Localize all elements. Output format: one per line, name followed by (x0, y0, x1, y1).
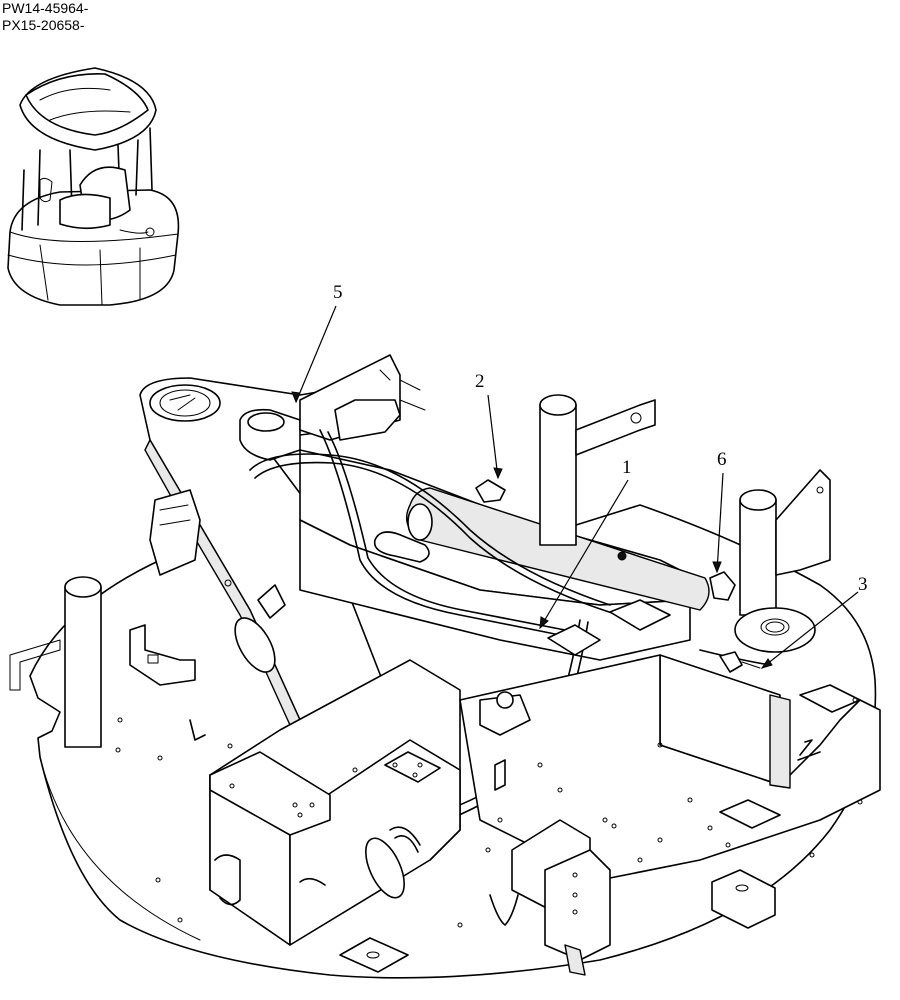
serial-range-1: PW14-45964- (2, 0, 89, 16)
callout-2: 2 (475, 371, 503, 480)
callout-3: 3 (760, 574, 868, 669)
fitting-2 (475, 479, 506, 503)
callout-label-6: 6 (717, 449, 727, 470)
callout-label-2: 2 (475, 371, 485, 392)
upper-frame-drawing (9, 354, 881, 979)
serial-range-2: PX15-20658- (2, 17, 85, 33)
callout-label-5: 5 (333, 282, 343, 303)
callout-label-1: 1 (622, 457, 632, 478)
callout-5: 5 (291, 282, 343, 404)
fitting-3 (719, 651, 761, 673)
callout-1: 1 (539, 457, 632, 630)
callout-label-3: 3 (858, 574, 868, 595)
serial-number-ranges: PW14-45964- PX15-20658- (2, 0, 88, 34)
excavator-overview-icon (7, 67, 180, 306)
fitting-6 (709, 571, 736, 601)
callout-6: 6 (712, 449, 727, 574)
